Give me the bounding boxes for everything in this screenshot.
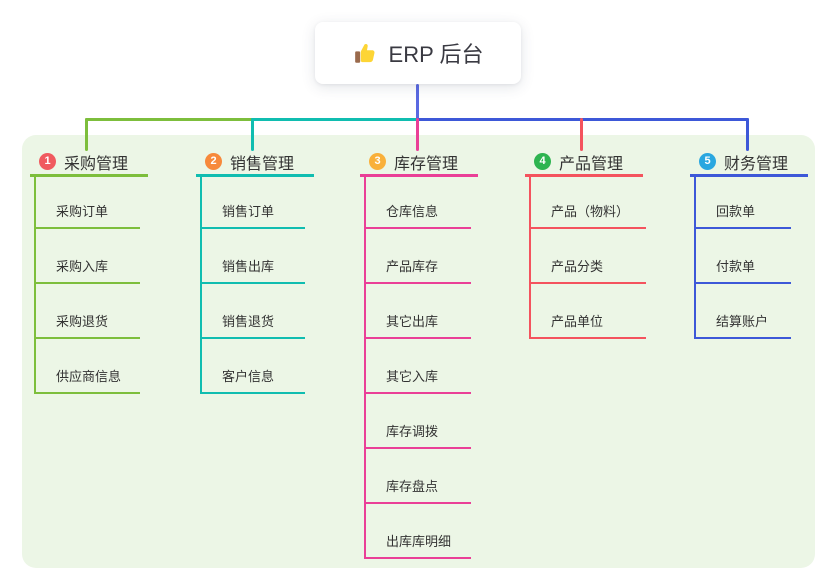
branch-children: 回款单付款单结算账户 <box>694 177 808 339</box>
branch-label: 产品管理 <box>559 155 624 173</box>
child-node[interactable]: 采购入库 <box>36 229 140 284</box>
child-node[interactable]: 其它入库 <box>366 339 471 394</box>
branch-header[interactable]: 5 财务管理 <box>690 149 808 177</box>
branch-header[interactable]: 4 产品管理 <box>525 149 643 177</box>
branch-finance: 5 财务管理 回款单付款单结算账户 <box>690 149 808 339</box>
thumbs-up-icon <box>353 40 379 66</box>
child-node[interactable]: 采购订单 <box>36 177 140 229</box>
child-node[interactable]: 采购退货 <box>36 284 140 339</box>
branch-label: 库存管理 <box>394 155 459 173</box>
branch-number-badge: 2 <box>205 153 222 170</box>
branch-label: 采购管理 <box>64 155 129 173</box>
branch-sales: 2 销售管理 销售订单销售出库销售退货客户信息 <box>196 149 314 394</box>
branch-number-badge: 4 <box>534 153 551 170</box>
branch-connector-stub <box>746 118 749 151</box>
branch-header[interactable]: 3 库存管理 <box>360 149 478 177</box>
child-node[interactable]: 销售订单 <box>202 177 305 229</box>
child-node[interactable]: 出库库明细 <box>366 504 471 559</box>
branch-header[interactable]: 2 销售管理 <box>196 149 314 177</box>
root-connector <box>416 84 419 120</box>
child-node[interactable]: 回款单 <box>696 177 791 229</box>
branch-number-badge: 3 <box>369 153 386 170</box>
child-node[interactable]: 库存调拨 <box>366 394 471 449</box>
branch-connector-horizontal <box>85 118 254 121</box>
root-label: ERP 后台 <box>388 42 484 67</box>
child-node[interactable]: 库存盘点 <box>366 449 471 504</box>
branch-number-badge: 5 <box>699 153 716 170</box>
branch-connector-stub <box>251 118 254 151</box>
child-node[interactable]: 付款单 <box>696 229 791 284</box>
child-node[interactable]: 产品分类 <box>531 229 646 284</box>
branch-number-badge: 1 <box>39 153 56 170</box>
branch-connector-stub <box>580 118 583 151</box>
child-node[interactable]: 销售退货 <box>202 284 305 339</box>
child-node[interactable]: 产品（物料） <box>531 177 646 229</box>
branch-connector-stub <box>85 118 88 151</box>
branch-connector-stub <box>416 118 419 151</box>
child-node[interactable]: 供应商信息 <box>36 339 140 394</box>
child-node[interactable]: 仓库信息 <box>366 177 471 229</box>
branch-label: 财务管理 <box>724 155 789 173</box>
child-node[interactable]: 其它出库 <box>366 284 471 339</box>
branch-label: 销售管理 <box>230 155 295 173</box>
mindmap-panel <box>22 135 815 568</box>
root-node[interactable]: ERP 后台 <box>315 22 521 84</box>
branch-product: 4 产品管理 产品（物料）产品分类产品单位 <box>525 149 646 339</box>
child-node[interactable]: 销售出库 <box>202 229 305 284</box>
branch-children: 仓库信息产品库存其它出库其它入库库存调拨库存盘点出库库明细 <box>364 177 478 559</box>
branch-connector-horizontal <box>251 118 418 121</box>
child-node[interactable]: 客户信息 <box>202 339 305 394</box>
branch-children: 采购订单采购入库采购退货供应商信息 <box>34 177 148 394</box>
child-node[interactable]: 结算账户 <box>696 284 791 339</box>
branch-purchase: 1 采购管理 采购订单采购入库采购退货供应商信息 <box>30 149 148 394</box>
child-node[interactable]: 产品单位 <box>531 284 646 339</box>
branch-header[interactable]: 1 采购管理 <box>30 149 148 177</box>
branch-children: 销售订单销售出库销售退货客户信息 <box>200 177 314 394</box>
branch-inventory: 3 库存管理 仓库信息产品库存其它出库其它入库库存调拨库存盘点出库库明细 <box>360 149 478 559</box>
child-node[interactable]: 产品库存 <box>366 229 471 284</box>
branch-children: 产品（物料）产品分类产品单位 <box>529 177 646 339</box>
